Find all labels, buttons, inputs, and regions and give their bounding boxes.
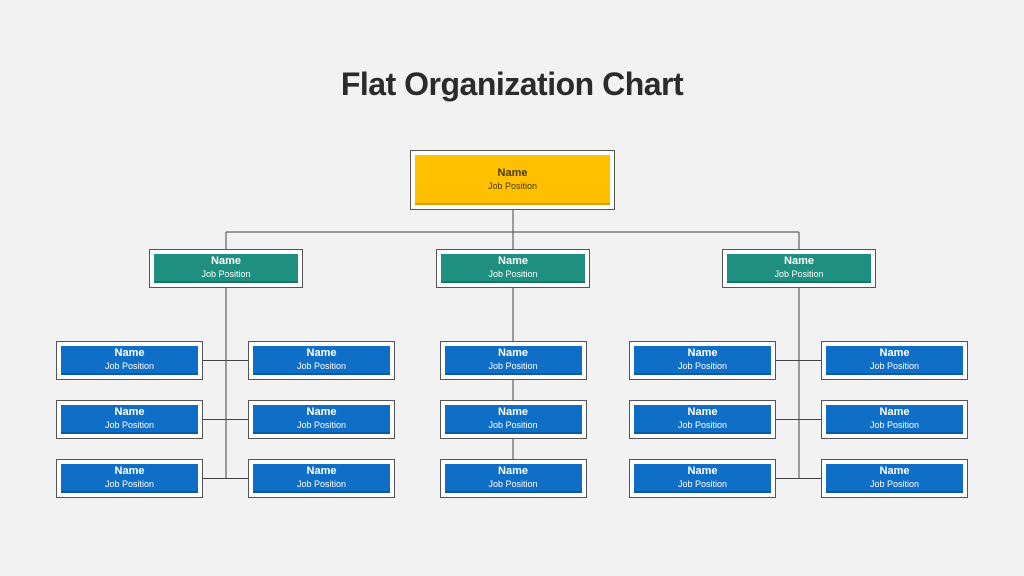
node-job-position: Job Position	[488, 361, 538, 371]
node-job-position: Job Position	[296, 361, 347, 371]
node-name: Name	[687, 347, 718, 359]
node-name: Name	[114, 406, 145, 418]
node-name: Name	[114, 347, 145, 359]
node-job-position: Job Position	[296, 479, 347, 489]
node-job-position: Job Position	[201, 269, 251, 279]
node-name: Name	[879, 347, 910, 359]
node-name: Name	[687, 406, 718, 418]
node-job-position: Job Position	[488, 420, 538, 430]
node-name: Name	[687, 465, 718, 477]
node-name: Name	[114, 465, 145, 477]
node-name: Name	[211, 255, 241, 267]
node-job-position: Job Position	[487, 180, 538, 191]
node-name: Name	[497, 166, 528, 179]
node-job-position: Job Position	[488, 269, 538, 279]
node-name: Name	[879, 465, 910, 477]
node-job-position: Job Position	[488, 479, 538, 489]
node-job-position: Job Position	[774, 269, 824, 279]
node-name: Name	[498, 255, 528, 267]
node-job-position: Job Position	[104, 479, 155, 489]
node-name: Name	[498, 347, 528, 359]
node-job-position: Job Position	[104, 361, 155, 371]
node-job-position: Job Position	[677, 479, 728, 489]
node-name: Name	[306, 347, 337, 359]
node-job-position: Job Position	[869, 479, 920, 489]
node-name: Name	[306, 406, 337, 418]
node-name: Name	[306, 465, 337, 477]
node-job-position: Job Position	[677, 420, 728, 430]
node-name: Name	[498, 465, 528, 477]
node-name: Name	[498, 406, 528, 418]
node-job-position: Job Position	[296, 420, 347, 430]
node-job-position: Job Position	[869, 361, 920, 371]
node-job-position: Job Position	[869, 420, 920, 430]
node-name: Name	[879, 406, 910, 418]
node-name: Name	[784, 255, 814, 267]
node-job-position: Job Position	[104, 420, 155, 430]
page-title: Flat Organization Chart	[340, 66, 684, 102]
node-job-position: Job Position	[677, 361, 728, 371]
